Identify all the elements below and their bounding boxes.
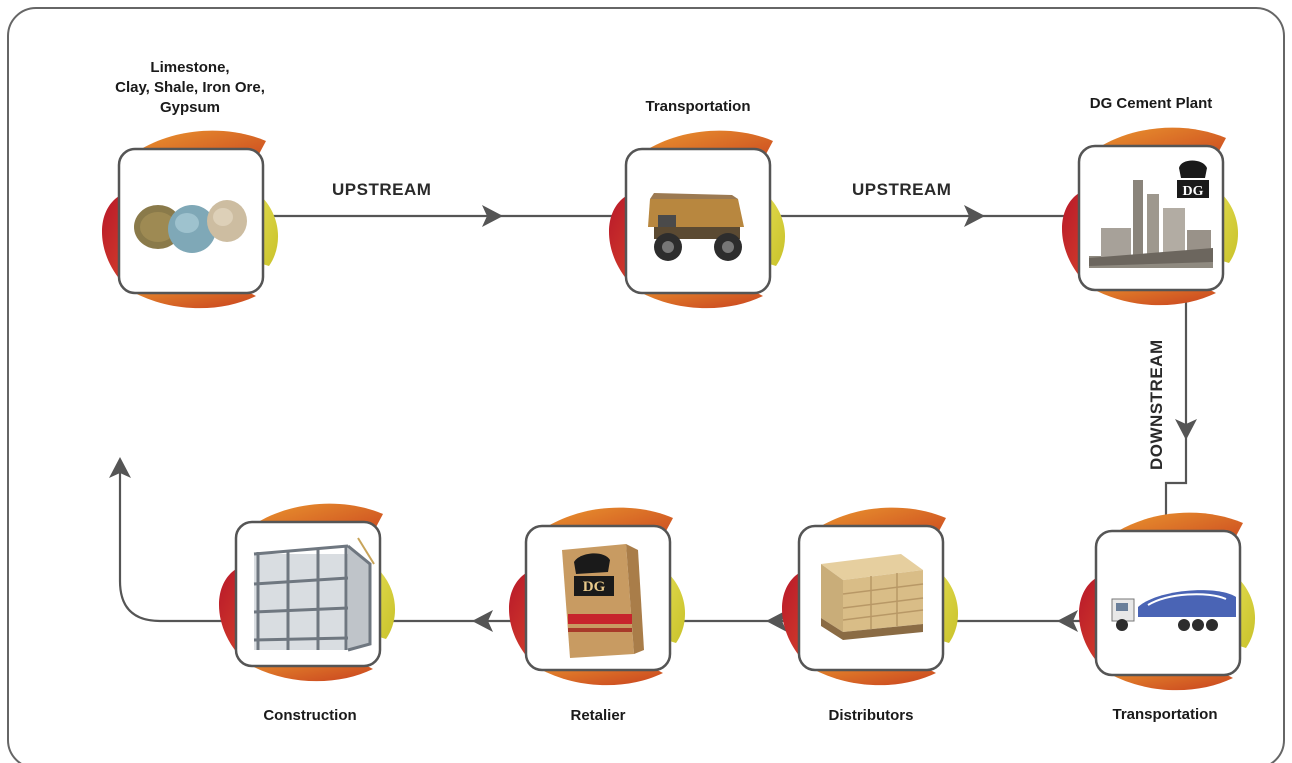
arrowhead-up xyxy=(109,457,131,478)
arrowhead-right-1 xyxy=(482,205,503,227)
node-retailer: DG xyxy=(507,506,687,687)
connector-construction-return xyxy=(118,470,235,623)
cement-plant-icon xyxy=(1089,180,1213,268)
flow-label-downstream: DOWNSTREAM xyxy=(1147,339,1166,470)
connector-plant-to-tanker xyxy=(1164,290,1188,530)
node-dg-cement-plant: DG xyxy=(1060,126,1240,307)
outer-frame xyxy=(7,7,1285,763)
label-transport-truck: Transportation xyxy=(645,98,751,115)
arrowhead-left-3 xyxy=(472,610,493,632)
dump-truck-icon xyxy=(648,193,744,261)
arrowhead-right-2 xyxy=(964,205,985,227)
cement-bag-icon: DG xyxy=(562,544,644,658)
arrowheads xyxy=(109,205,1197,632)
label-dg-cement-plant: DG Cement Plant xyxy=(1089,95,1213,112)
raw-materials-icon xyxy=(134,200,247,253)
label-transport-tanker: Transportation xyxy=(1112,706,1218,723)
arrowhead-left-1 xyxy=(1057,610,1078,632)
label-distributors: Distributors xyxy=(828,707,914,724)
node-transport-tanker xyxy=(1077,511,1257,692)
flow-label-upstream-1: UPSTREAM xyxy=(332,180,432,199)
bulk-tanker-icon xyxy=(1111,590,1236,631)
arrowhead-down xyxy=(1175,419,1197,440)
svg-text:DG: DG xyxy=(583,579,606,595)
node-transport-truck xyxy=(607,129,787,310)
building-frame-icon xyxy=(253,537,375,652)
pallet-of-bags-icon xyxy=(821,554,924,640)
svg-text:DG: DG xyxy=(1183,184,1204,199)
label-construction: Construction xyxy=(263,707,357,724)
dg-logo-icon: DG xyxy=(1177,160,1209,199)
label-retailer: Retalier xyxy=(570,707,626,724)
node-raw-materials xyxy=(100,129,280,310)
arrowhead-left-2 xyxy=(766,610,787,632)
node-construction xyxy=(217,502,397,683)
node-distributors xyxy=(780,506,960,687)
flow-label-upstream-2: UPSTREAM xyxy=(852,180,952,199)
label-raw-materials: Limestone, Clay, Shale, Iron Ore, Gypsum xyxy=(115,59,265,116)
